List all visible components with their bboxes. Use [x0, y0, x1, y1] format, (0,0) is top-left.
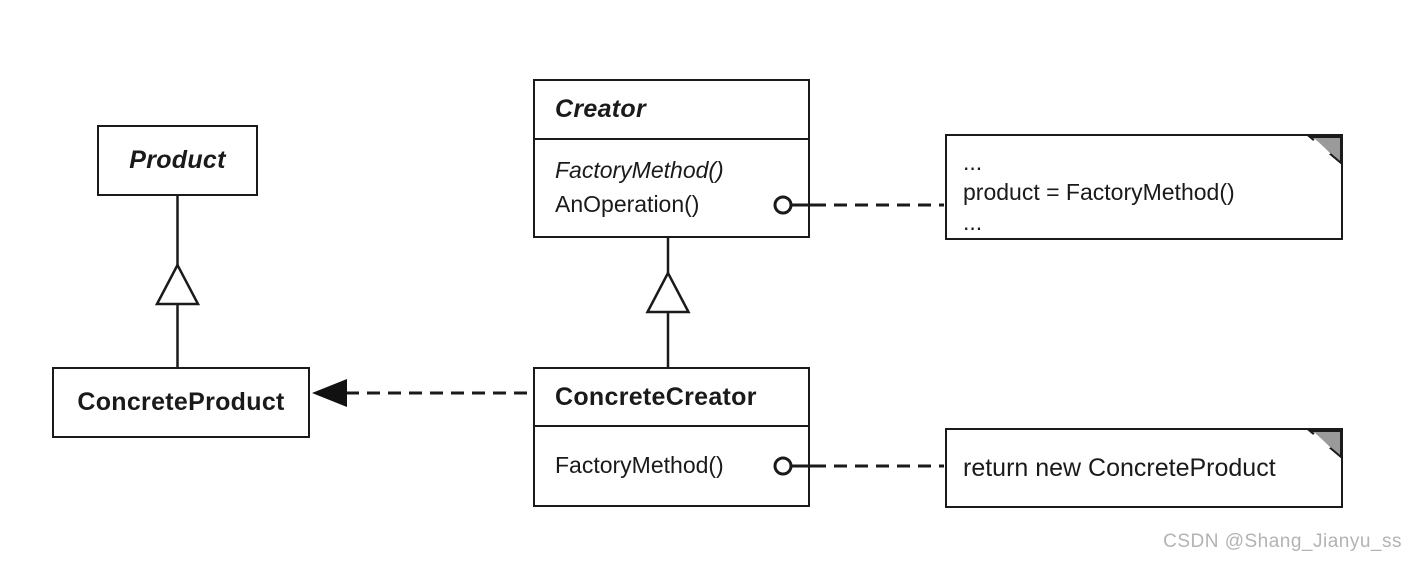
watermark-text: CSDN @Shang_Jianyu_ss — [1163, 531, 1402, 552]
class-box-concrete-creator: ConcreteCreator FactoryMethod() — [533, 367, 810, 507]
class-box-product: Product — [97, 125, 258, 196]
class-name-concrete-creator: ConcreteCreator — [555, 382, 757, 411]
class-name-creator: Creator — [555, 95, 647, 123]
inheritance-triangle-icon — [154, 262, 201, 306]
inheritance-triangle-icon — [645, 270, 691, 314]
method-anoperation: AnOperation() — [555, 191, 700, 217]
creator-name-compartment: Creator — [535, 81, 808, 140]
note-line: ... — [963, 209, 983, 235]
class-box-creator: Creator FactoryMethod() AnOperation() — [533, 79, 810, 238]
class-box-concrete-product: ConcreteProduct — [52, 367, 310, 438]
note-line: product = FactoryMethod() — [963, 179, 1235, 205]
concrete-creator-methods-compartment: FactoryMethod() — [535, 427, 808, 503]
dependency-arrowhead-icon — [312, 379, 347, 407]
method-factorymethod-abstract: FactoryMethod() — [555, 157, 724, 183]
note-line: return new ConcreteProduct — [963, 454, 1276, 482]
concrete-creator-name-compartment: ConcreteCreator — [535, 369, 808, 427]
class-name-concrete-product: ConcreteProduct — [77, 388, 285, 416]
method-factorymethod-concrete: FactoryMethod() — [555, 452, 724, 478]
note-concrete-creator-pseudocode: return new ConcreteProduct — [945, 428, 1343, 508]
note-creator-pseudocode: ... product = FactoryMethod() ... — [945, 134, 1343, 240]
class-name-product: Product — [129, 146, 226, 174]
note-line: ... — [963, 149, 983, 175]
creator-methods-compartment: FactoryMethod() AnOperation() — [535, 140, 808, 221]
